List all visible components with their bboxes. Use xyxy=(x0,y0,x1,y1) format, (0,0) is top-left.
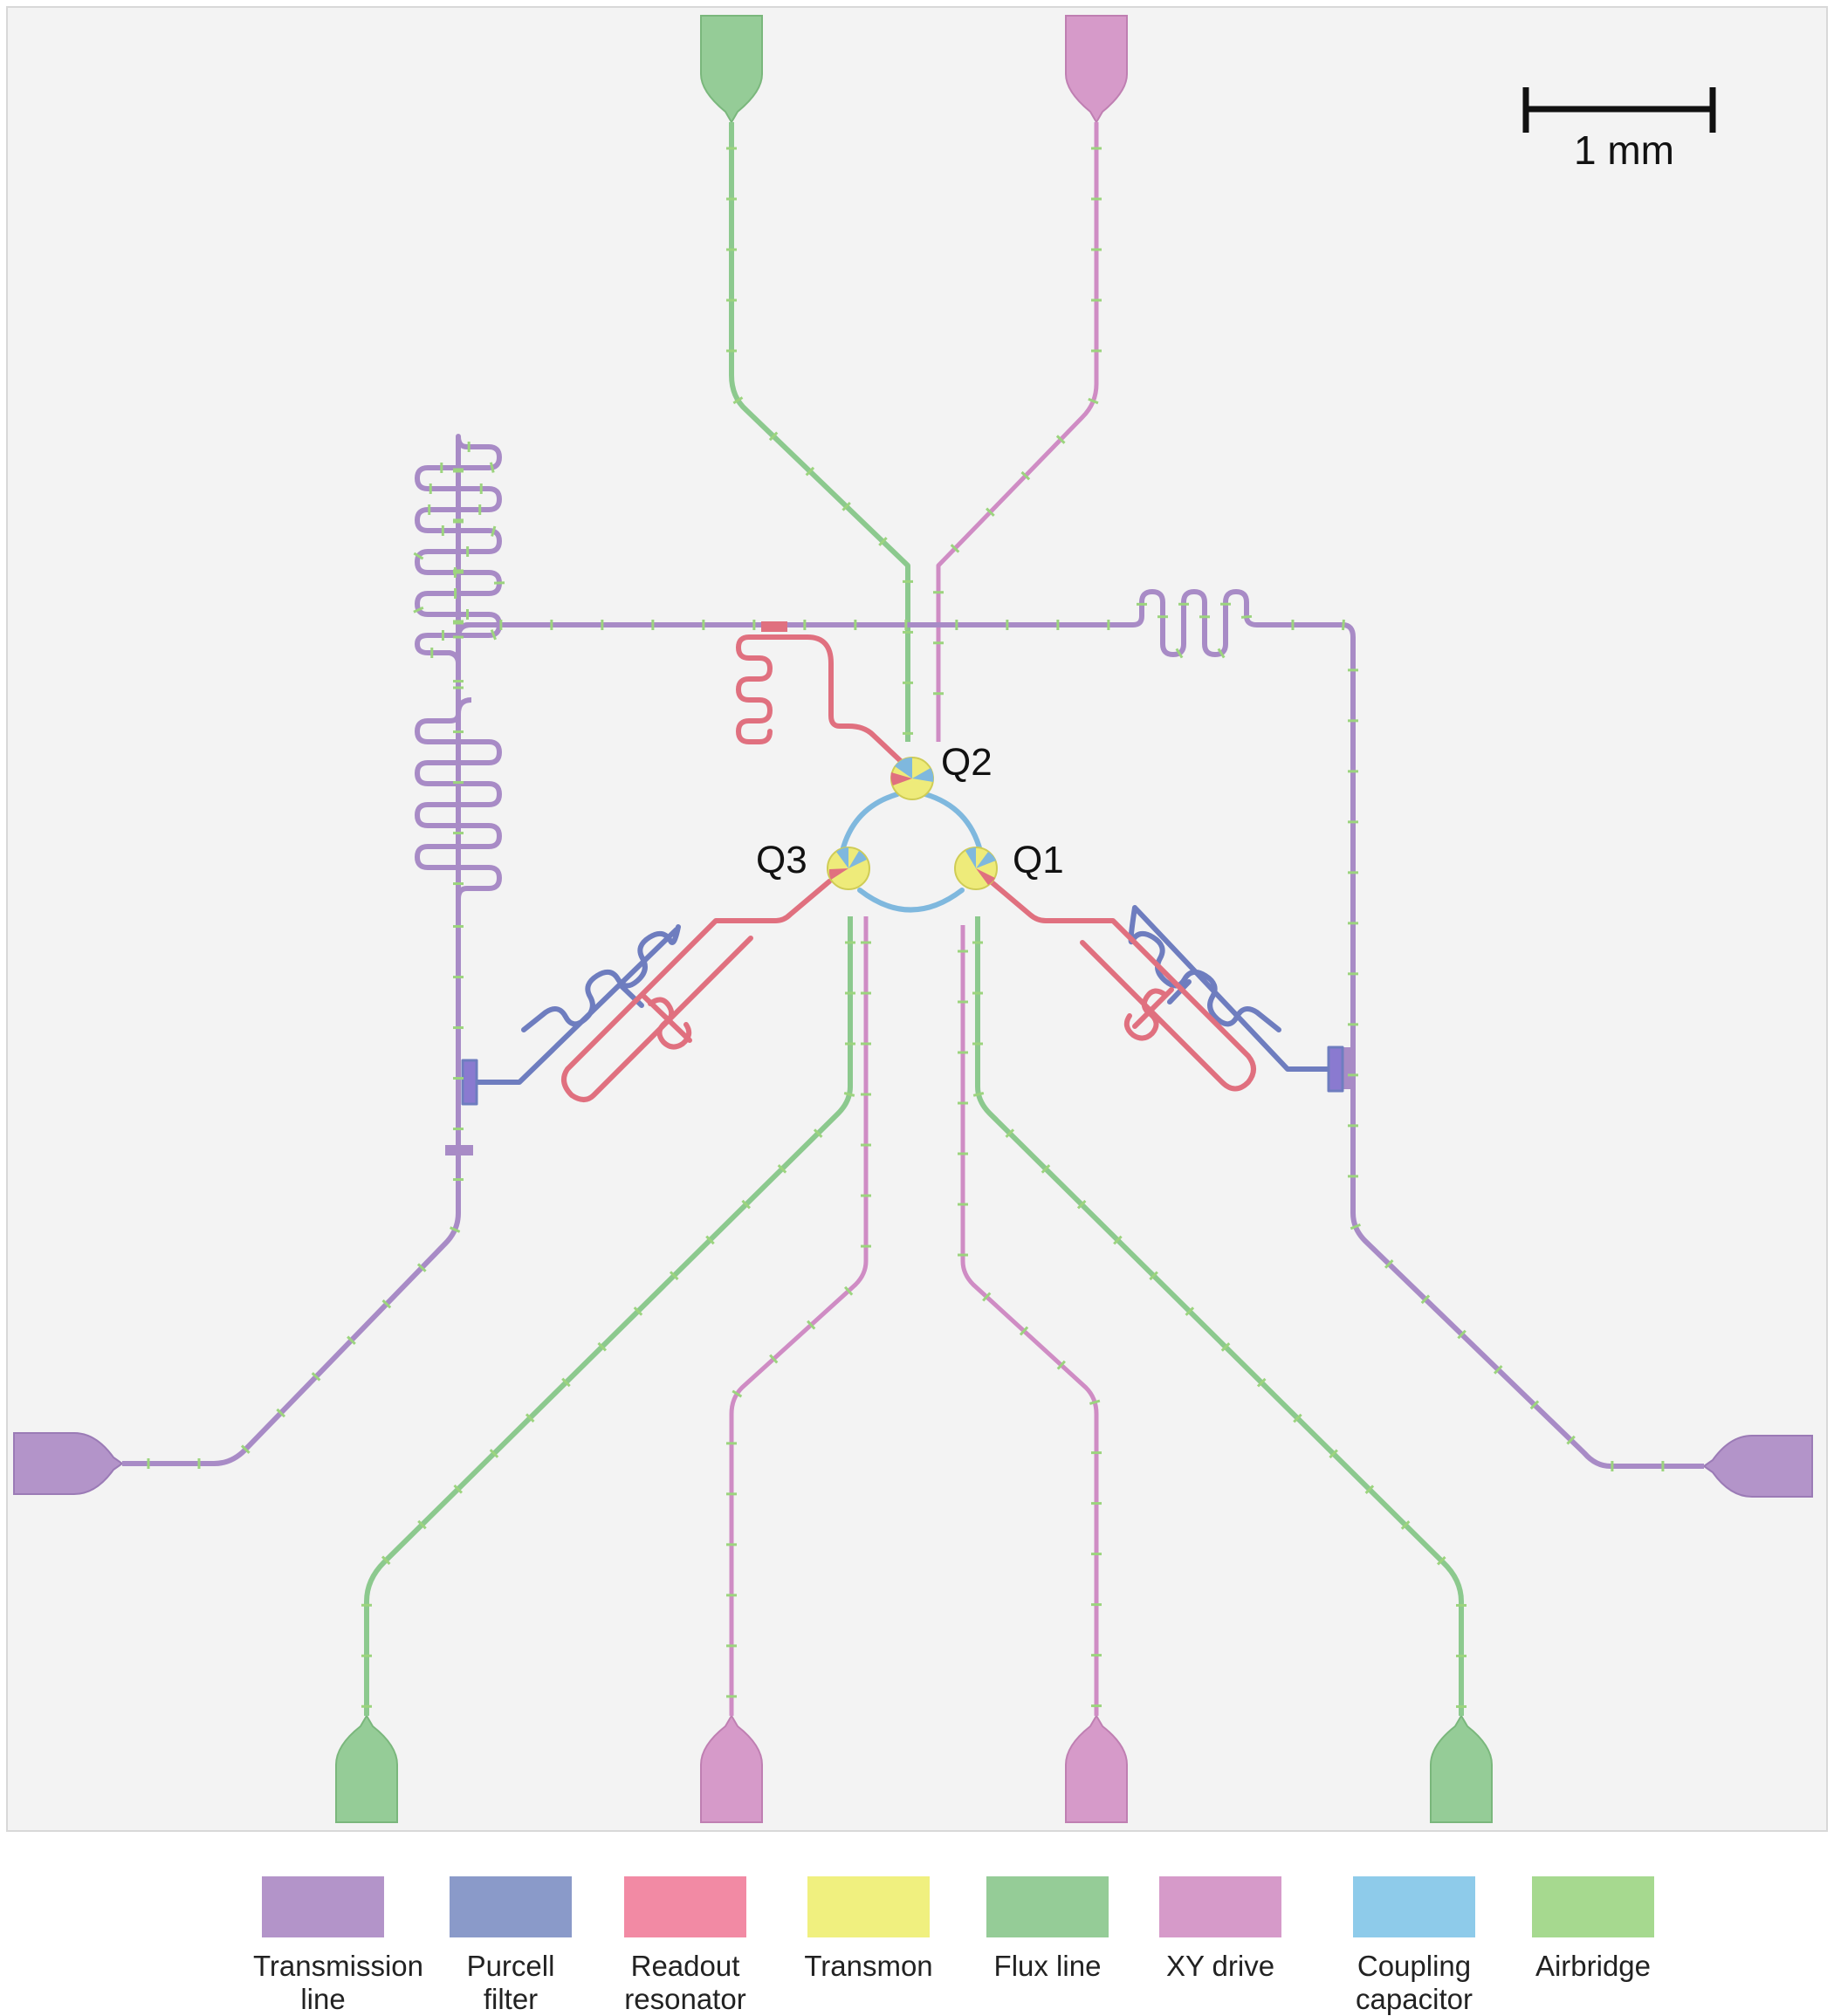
transmon-q1 xyxy=(955,847,997,889)
legend-item-flux-line: Flux line xyxy=(978,1876,1117,1983)
legend-swatch xyxy=(262,1876,384,1937)
legend-label: Coupling capacitor xyxy=(1344,1950,1484,2016)
legend-item-transmission-line: Transmission line xyxy=(253,1876,393,2016)
legend-swatch xyxy=(1353,1876,1475,1937)
transmon-q2 xyxy=(891,758,934,799)
legend-label: Transmon xyxy=(799,1950,938,1983)
legend-label: Purcell filter xyxy=(441,1950,580,2016)
legend-swatch xyxy=(1532,1876,1654,1937)
legend-label: Transmission line xyxy=(253,1950,393,2016)
legend-item-xy-drive: XY drive xyxy=(1151,1876,1290,1983)
chip-substrate xyxy=(7,7,1827,1831)
chip-layout-diagram: 1 mm xyxy=(0,0,1834,1876)
qubit-label-q1: Q1 xyxy=(1013,839,1064,881)
legend-swatch xyxy=(450,1876,572,1937)
legend-item-purcell-filter: Purcell filter xyxy=(441,1876,580,2016)
scale-bar-label: 1 mm xyxy=(1574,127,1674,173)
legend-label: XY drive xyxy=(1151,1950,1290,1983)
qubit-label-q3: Q3 xyxy=(756,839,807,881)
purcell-coupler-right xyxy=(1329,1047,1343,1091)
legend-swatch xyxy=(1159,1876,1281,1937)
transmon-q3 xyxy=(828,847,869,889)
legend-swatch xyxy=(986,1876,1109,1937)
purcell-coupler-left xyxy=(463,1060,477,1104)
legend-swatch xyxy=(807,1876,930,1937)
legend-label: Flux line xyxy=(978,1950,1117,1983)
qubit-label-q2: Q2 xyxy=(941,741,993,784)
tl-coupler-left xyxy=(445,1145,473,1155)
legend-item-transmon: Transmon xyxy=(799,1876,938,1983)
legend-item-readout-resonator: Readout resonator xyxy=(615,1876,755,2016)
airbridge xyxy=(1241,616,1252,617)
legend-label: Readout resonator xyxy=(615,1950,755,2016)
legend-swatch xyxy=(624,1876,746,1937)
legend-item-coupling-capacitor: Coupling capacitor xyxy=(1344,1876,1484,2016)
legend: Transmission line Purcell filter Readout… xyxy=(0,1876,1834,2013)
readout-coupler-q2 xyxy=(761,621,787,632)
legend-item-airbridge: Airbridge xyxy=(1523,1876,1663,1983)
legend-label: Airbridge xyxy=(1523,1950,1663,1983)
